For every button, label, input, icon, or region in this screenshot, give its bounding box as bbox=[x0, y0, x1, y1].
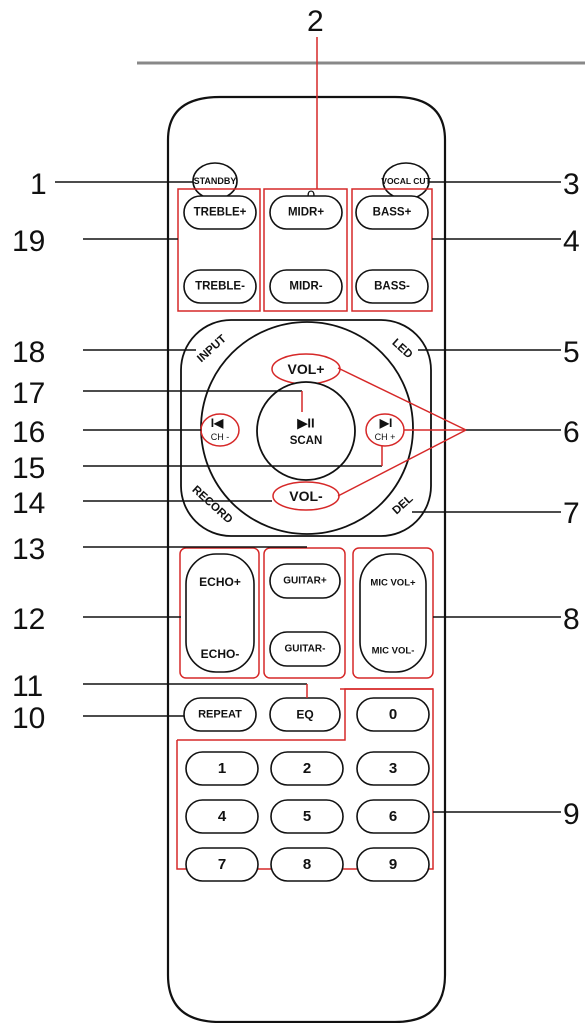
midr-plus-label: MIDR+ bbox=[288, 207, 324, 219]
callout-15: 15 bbox=[12, 452, 45, 485]
vocal-cut-label: VOCAL CUT bbox=[381, 176, 431, 186]
digit-8-label: 8 bbox=[303, 856, 311, 873]
digit-9-button[interactable]: 9 bbox=[356, 847, 430, 882]
callout-4: 4 bbox=[563, 225, 580, 258]
prev-icon: I◀ bbox=[211, 416, 224, 430]
callout-8: 8 bbox=[563, 603, 580, 636]
prev-channel-button[interactable]: I◀ CH - bbox=[200, 413, 240, 447]
echo-rocker[interactable]: ECHO+ ECHO- bbox=[185, 553, 255, 673]
treble-minus-label: TREBLE- bbox=[195, 281, 245, 293]
digit-7-label: 7 bbox=[218, 856, 226, 873]
callout-1: 1 bbox=[30, 168, 47, 201]
midr-plus-button[interactable]: MIDR+ bbox=[269, 195, 343, 230]
vol-plus-label: VOL+ bbox=[288, 361, 325, 377]
digit-5-label: 5 bbox=[303, 808, 311, 825]
vol-minus-label: VOL- bbox=[289, 488, 323, 504]
callout-17: 17 bbox=[12, 377, 45, 410]
digit-4-button[interactable]: 4 bbox=[185, 799, 259, 834]
digit-2-button[interactable]: 2 bbox=[270, 751, 344, 786]
digit-2-label: 2 bbox=[303, 760, 311, 777]
callout-2: 2 bbox=[307, 5, 324, 38]
eq-button[interactable]: EQ bbox=[269, 697, 341, 732]
echo-minus-label: ECHO- bbox=[201, 647, 240, 661]
bass-plus-button[interactable]: BASS+ bbox=[355, 195, 429, 230]
bass-minus-button[interactable]: BASS- bbox=[355, 269, 429, 304]
digit-6-label: 6 bbox=[389, 808, 397, 825]
midr-minus-label: MIDR- bbox=[289, 281, 322, 293]
digit-0-label: 0 bbox=[389, 706, 397, 723]
callout-13: 13 bbox=[12, 533, 45, 566]
guitar-minus-label: GUITAR- bbox=[285, 644, 326, 655]
treble-minus-button[interactable]: TREBLE- bbox=[183, 269, 257, 304]
callout-12: 12 bbox=[12, 603, 45, 636]
digit-4-label: 4 bbox=[218, 808, 227, 825]
standby-label: STANDBY bbox=[194, 176, 237, 186]
digit-3-button[interactable]: 3 bbox=[356, 751, 430, 786]
digit-0-button[interactable]: 0 bbox=[356, 697, 430, 732]
ch-plus-label: CH + bbox=[375, 432, 396, 442]
mic-vol-plus-label: MIC VOL+ bbox=[370, 578, 416, 589]
next-icon: ▶I bbox=[379, 416, 393, 430]
callout-19: 19 bbox=[12, 225, 45, 258]
callout-18: 18 bbox=[12, 336, 45, 369]
callout-3: 3 bbox=[563, 168, 580, 201]
midr-minus-button[interactable]: MIDR- bbox=[269, 269, 343, 304]
digit-1-button[interactable]: 1 bbox=[185, 751, 259, 786]
bass-group-box bbox=[351, 188, 433, 312]
mic-vol-rocker[interactable]: MIC VOL+ MIC VOL- bbox=[359, 553, 427, 673]
leader-6-vol-plus bbox=[337, 367, 467, 431]
digit-3-label: 3 bbox=[389, 760, 397, 777]
guitar-group-box bbox=[263, 547, 346, 679]
callout-10: 10 bbox=[12, 702, 45, 735]
callout-11: 11 bbox=[12, 670, 43, 703]
eq-label: EQ bbox=[296, 708, 313, 722]
callout-7: 7 bbox=[563, 497, 580, 530]
digit-9-label: 9 bbox=[389, 856, 397, 873]
repeat-button[interactable]: REPEAT bbox=[183, 697, 257, 732]
digit-5-button[interactable]: 5 bbox=[270, 799, 344, 834]
bass-minus-label: BASS- bbox=[374, 281, 410, 293]
callout-16: 16 bbox=[12, 416, 45, 449]
midr-group-box bbox=[263, 188, 348, 312]
ch-minus-label: CH - bbox=[211, 432, 230, 442]
digit-6-button[interactable]: 6 bbox=[356, 799, 430, 834]
leader-6-vol-minus bbox=[337, 429, 467, 497]
number-pad-outline bbox=[177, 688, 433, 741]
callout-9: 9 bbox=[563, 798, 580, 831]
bass-plus-label: BASS+ bbox=[373, 207, 412, 219]
play-pause-scan-button[interactable]: ▶II SCAN bbox=[256, 381, 356, 481]
guitar-minus-button[interactable]: GUITAR- bbox=[269, 631, 341, 667]
treble-plus-button[interactable]: TREBLE+ bbox=[183, 195, 257, 230]
callout-5: 5 bbox=[563, 336, 580, 369]
mic-vol-group-box bbox=[352, 547, 434, 679]
callout-6: 6 bbox=[563, 416, 580, 449]
guitar-plus-label: GUITAR+ bbox=[283, 576, 327, 587]
standby-button[interactable]: STANDBY bbox=[192, 162, 238, 200]
treble-plus-label: TREBLE+ bbox=[194, 207, 247, 219]
digit-1-label: 1 bbox=[218, 760, 226, 777]
echo-plus-label: ECHO+ bbox=[199, 575, 241, 589]
echo-group-box bbox=[179, 547, 260, 679]
play-pause-icon: ▶II bbox=[296, 416, 314, 431]
repeat-label: REPEAT bbox=[198, 709, 242, 721]
guitar-plus-button[interactable]: GUITAR+ bbox=[269, 563, 341, 599]
digit-7-button[interactable]: 7 bbox=[185, 847, 259, 882]
digit-8-button[interactable]: 8 bbox=[270, 847, 344, 882]
callout-14: 14 bbox=[12, 487, 45, 520]
mic-vol-minus-label: MIC VOL- bbox=[372, 646, 415, 657]
treble-group-box bbox=[177, 188, 261, 312]
scan-label: SCAN bbox=[290, 435, 323, 447]
